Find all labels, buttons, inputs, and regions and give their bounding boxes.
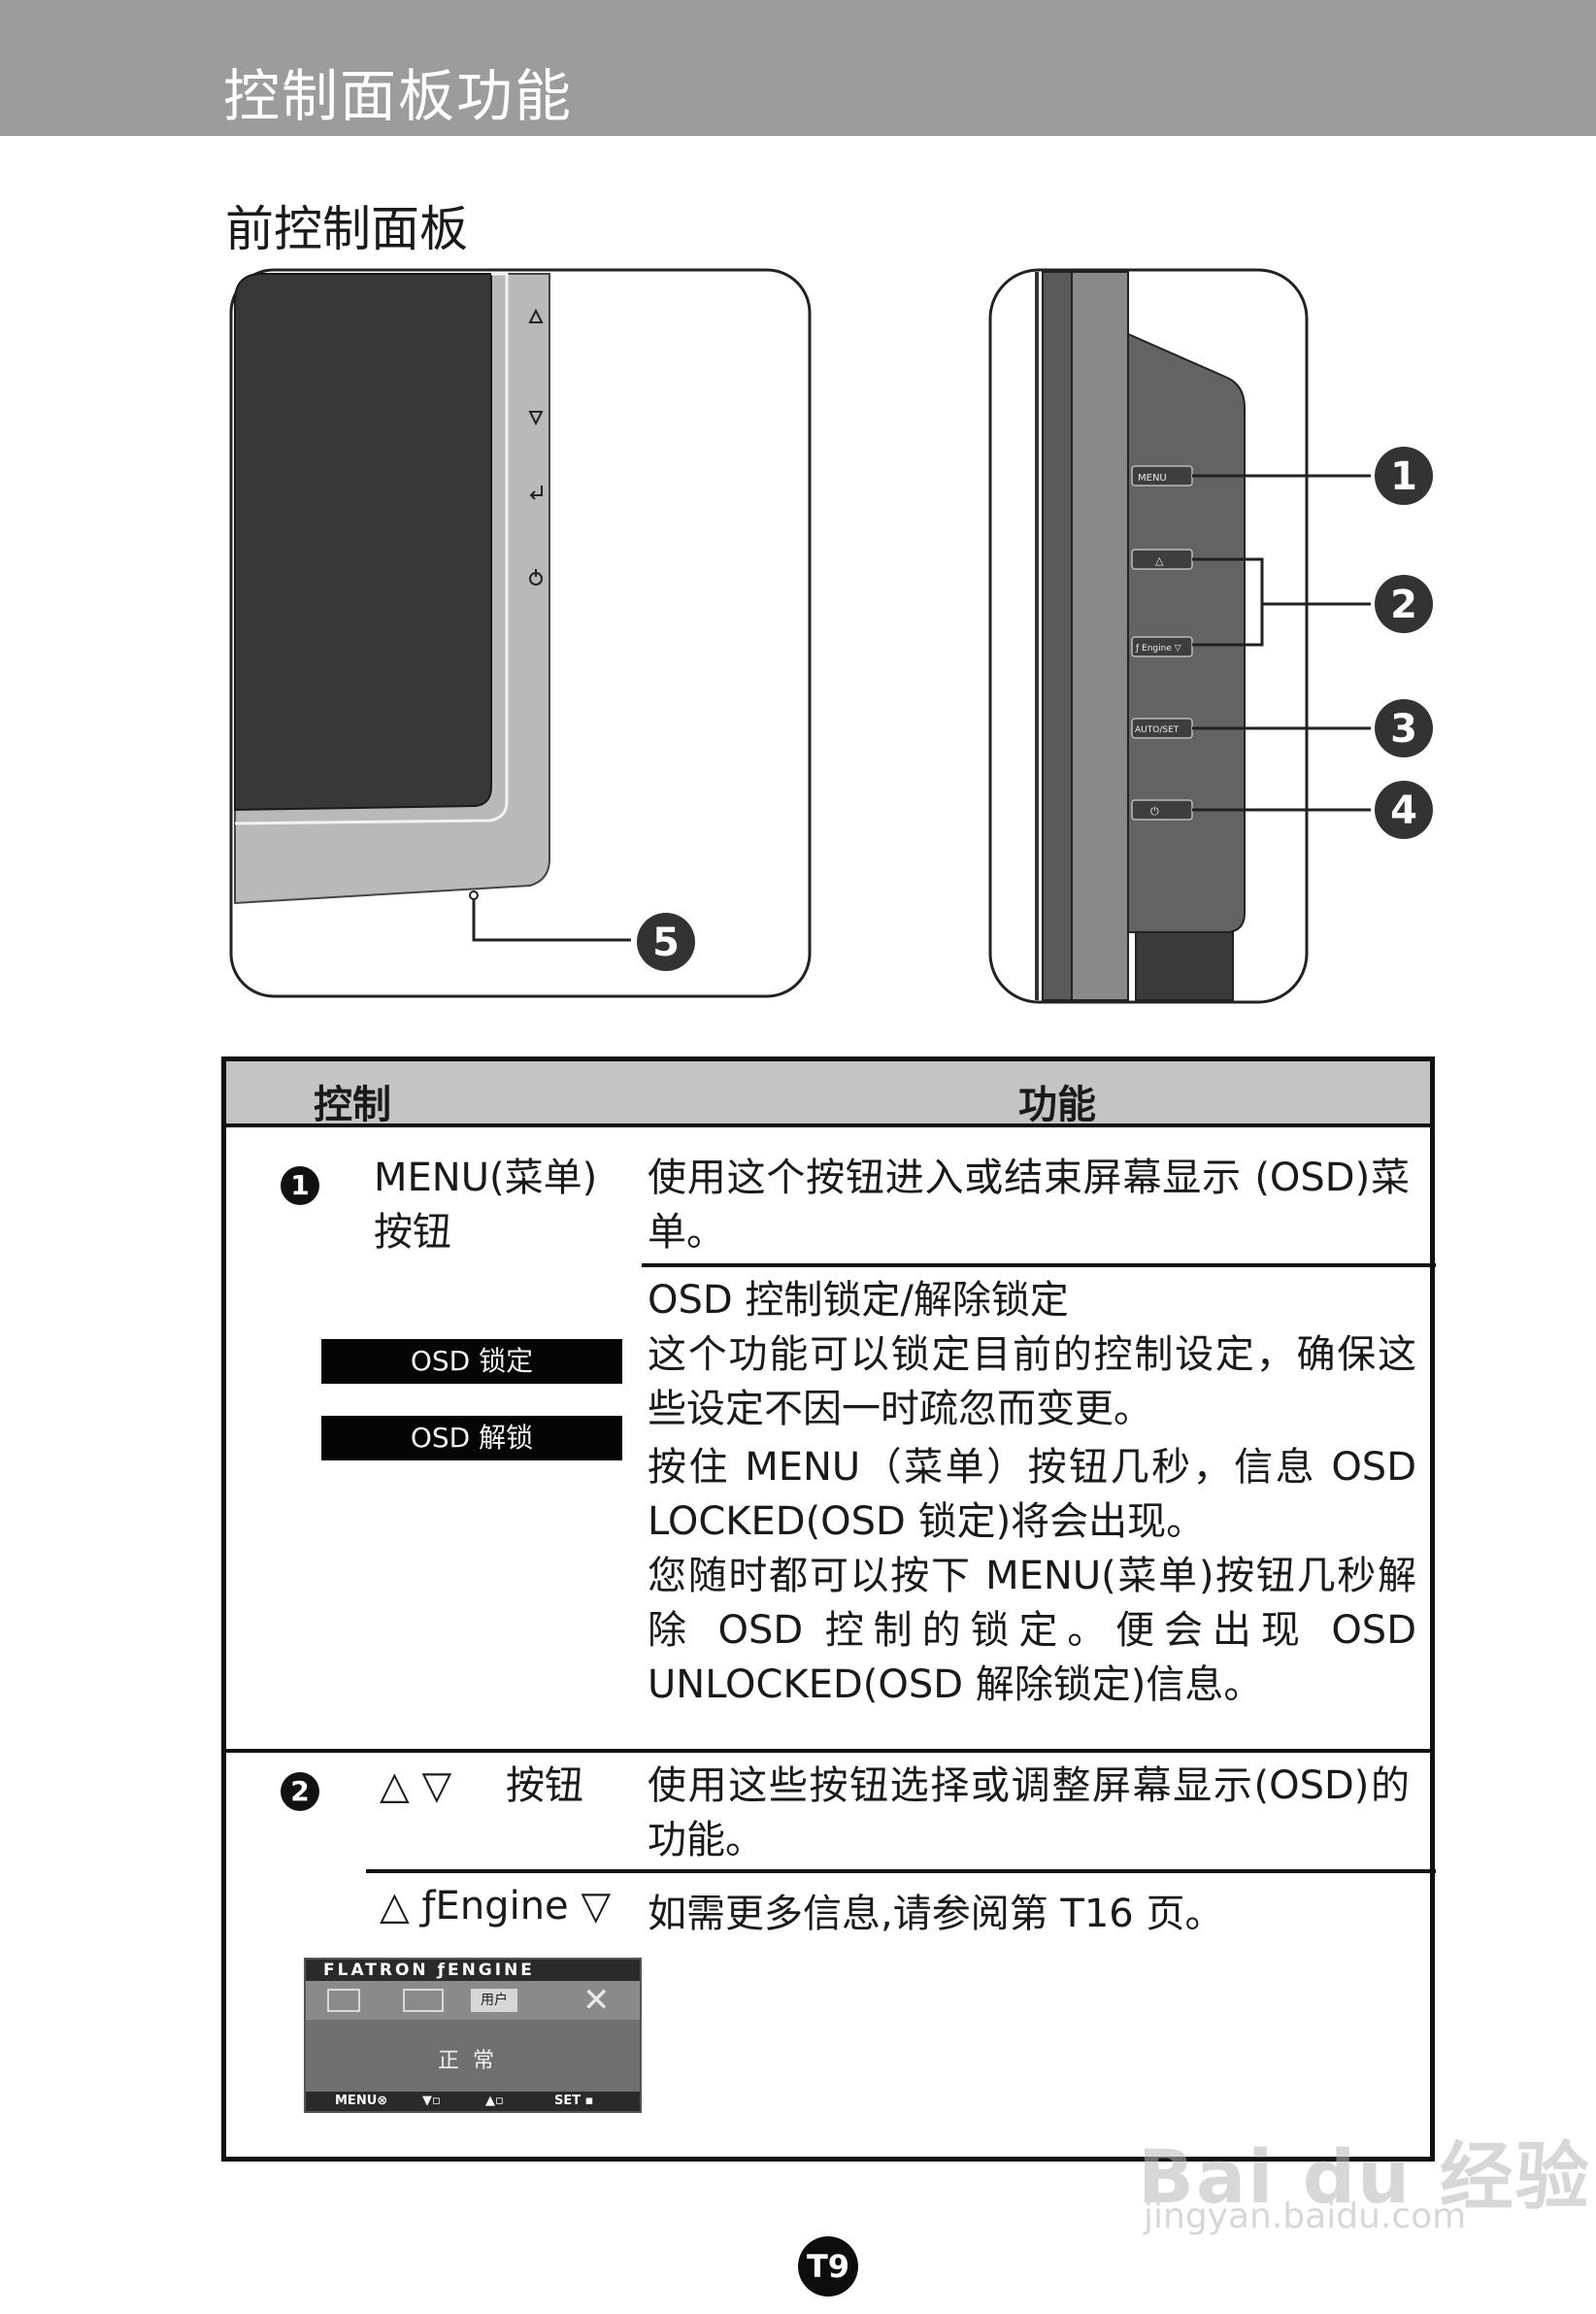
- stand: [1135, 931, 1234, 1001]
- grid-icon: [403, 1989, 444, 2012]
- fengine-down-side-button: [1131, 636, 1193, 657]
- osd-unlock-message: OSD 解锁: [321, 1416, 622, 1460]
- triangle-down-icon: [528, 411, 544, 426]
- osd-lock-paragraph-2: 按住 MENU（菜单）按钮几秒，信息 OSD LOCKED(OSD 锁定)将会出…: [648, 1445, 1416, 1544]
- power-led: [469, 890, 479, 900]
- page-number: T9: [798, 2236, 858, 2297]
- svg-text:MENU: MENU: [1138, 473, 1167, 484]
- svg-text:△: △: [1155, 554, 1164, 567]
- callout-4-number: 4: [1390, 788, 1417, 833]
- fengine-osd-preview: FLATRON ƒENGINE 用户 ✕ 正常 MENU⊗ ▼▫ ▲▫ SET …: [304, 1958, 642, 2113]
- row-number-badge: 1: [281, 1166, 319, 1205]
- watermark-url: jingyan.baidu.com: [1144, 2197, 1467, 2236]
- menu-control-label-2: 按钮: [374, 1210, 451, 1255]
- arrow-buttons-label: 按钮: [506, 1763, 583, 1808]
- arrow-buttons-symbols: △ ▽: [380, 1763, 452, 1808]
- osd-preview-mode: 正常: [437, 2049, 508, 2073]
- menu-control-label: MENU(菜单): [374, 1156, 598, 1200]
- svg-text:⏻: ⏻: [1150, 805, 1159, 818]
- front-panel-illustration: 5 MENU △ ƒ Engine ▽ AUTO/SET ⏻ 1 2 3 4: [229, 268, 1433, 1004]
- page-title: 控制面板功能: [223, 63, 574, 129]
- header-bar: [0, 0, 1596, 136]
- svg-text:ƒ Engine ▽: ƒ Engine ▽: [1135, 644, 1181, 654]
- button-panel: [1127, 332, 1246, 933]
- callout-5: 5: [637, 913, 695, 971]
- svg-text:AUTO/SET: AUTO/SET: [1135, 725, 1180, 735]
- callout-3: 3: [1375, 699, 1433, 757]
- section-title: 前控制面板: [225, 201, 468, 257]
- baidu-watermark: Bai du 经验 jingyan.baidu.com: [1138, 2078, 1589, 2253]
- callout-5-number: 5: [652, 921, 680, 965]
- osd-preview-keys: MENU⊗ ▼▫ ▲▫ SET ▪: [306, 2092, 640, 2111]
- osd-lock-heading: OSD 控制锁定/解除锁定: [648, 1278, 1069, 1323]
- callout-2-number: 2: [1390, 583, 1417, 627]
- osd-lock-paragraph-1: 这个功能可以锁定目前的控制设定，确保这些设定不因一时疏忽而变更。: [648, 1332, 1416, 1431]
- monitor-screen: [234, 273, 492, 812]
- user-mode-tab: 用户: [471, 1989, 517, 2012]
- row-divider: [226, 1749, 1430, 1753]
- callout-1: 1: [1375, 447, 1433, 505]
- callout-2: 2: [1375, 575, 1433, 633]
- enter-icon: [529, 486, 543, 500]
- row-divider: [366, 1869, 1436, 1873]
- osd-lock-paragraph-3: 您随时都可以按下 MENU(菜单)按钮几秒解除 OSD 控制的锁定。便会出现 O…: [648, 1554, 1416, 1707]
- column-header-function: 功能: [1018, 1083, 1096, 1127]
- fengine-control-label: △ ƒEngine ▽: [380, 1884, 612, 1928]
- monitor-icon: [327, 1989, 360, 2012]
- table-header: 控制 功能: [226, 1061, 1430, 1127]
- callout-3-number: 3: [1390, 707, 1417, 752]
- watermark-brand: Bai du 经验: [1138, 2133, 1591, 2220]
- osd-preview-icons: 用户 ✕: [306, 1981, 640, 2020]
- osd-lock-message: OSD 锁定: [321, 1339, 622, 1384]
- arrow-function-text: 使用这些按钮选择或调整屏幕显示(OSD)的功能。: [648, 1763, 1410, 1862]
- triangle-up-icon: [528, 308, 544, 323]
- callout-1-number: 1: [1390, 454, 1417, 499]
- osd-preview-title: FLATRON ƒENGINE: [306, 1960, 640, 1981]
- fengine-function-text: 如需更多信息,请参阅第 T16 页。: [648, 1892, 1224, 1936]
- power-side-button: [1131, 799, 1193, 821]
- menu-function-text: 使用这个按钮进入或结束屏幕显示 (OSD)菜单。: [648, 1156, 1410, 1255]
- tools-icon: ✕: [582, 1981, 611, 2020]
- row-number-badge: 2: [281, 1772, 319, 1811]
- callout-4: 4: [1375, 781, 1433, 839]
- row-divider: [642, 1263, 1436, 1267]
- column-header-control: 控制: [314, 1083, 391, 1127]
- controls-table: 控制 功能 1 MENU(菜单) 按钮 使用这个按钮进入或结束屏幕显示 (OSD…: [221, 1056, 1436, 2162]
- power-icon: [529, 569, 543, 586]
